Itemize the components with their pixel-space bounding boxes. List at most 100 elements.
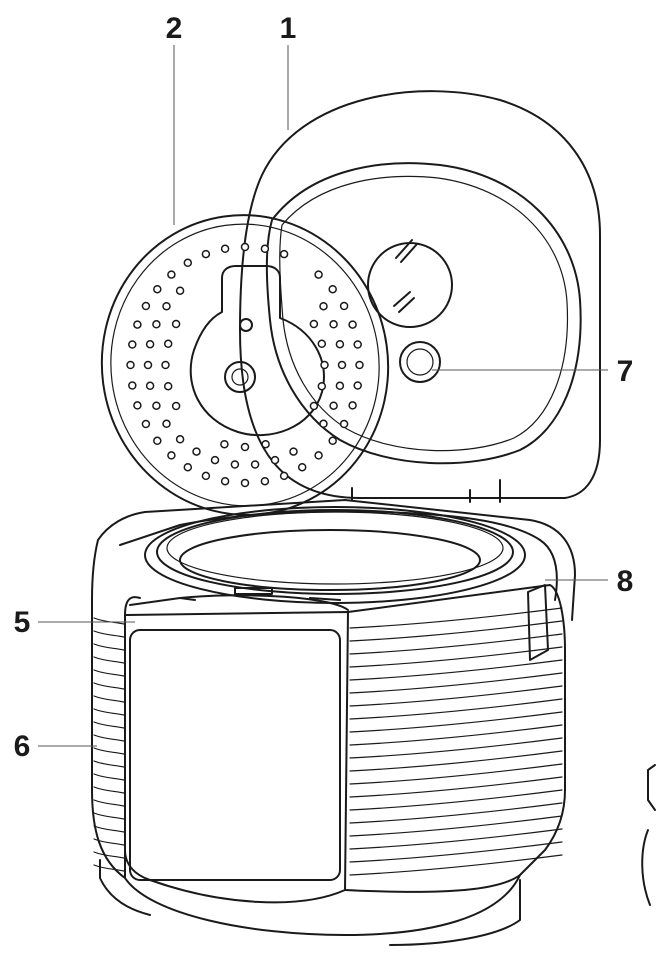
steam-holes xyxy=(126,242,364,488)
housing-rib xyxy=(349,607,563,629)
steam-hole xyxy=(201,471,211,481)
steam-hole xyxy=(270,455,280,465)
steam-hole xyxy=(133,320,142,329)
steam-hole xyxy=(230,460,240,469)
housing-rib xyxy=(349,789,563,811)
steam-hole xyxy=(175,435,185,444)
housing-ribs xyxy=(93,607,563,876)
housing-rib xyxy=(93,721,125,729)
steam-hole xyxy=(192,447,201,456)
steam-hole xyxy=(240,242,250,252)
housing-rib xyxy=(349,815,563,837)
steam-hole xyxy=(152,401,161,410)
steam-hole xyxy=(337,360,347,370)
housing-rib xyxy=(93,851,125,859)
housing-rib xyxy=(349,854,563,876)
steam-hole xyxy=(353,340,362,349)
steam-hole xyxy=(143,360,153,370)
housing-rib xyxy=(349,828,563,850)
steam-plate xyxy=(100,214,390,516)
steam-hole xyxy=(167,270,176,279)
steam-hole xyxy=(240,442,250,452)
lid-plate-circle xyxy=(367,242,453,328)
housing-rib xyxy=(349,802,563,824)
steam-hole xyxy=(317,381,327,391)
housing-rib xyxy=(349,620,563,642)
steam-hole xyxy=(240,478,250,488)
housing-rib xyxy=(93,734,125,742)
steam-hole xyxy=(309,319,319,329)
housing-rib xyxy=(93,682,125,690)
housing-rib xyxy=(349,841,563,863)
steam-hole xyxy=(335,339,345,349)
steam-hole xyxy=(171,319,181,329)
steam-hole xyxy=(314,451,323,460)
housing-rib xyxy=(349,776,563,798)
steam-hole xyxy=(353,381,362,390)
steam-hole xyxy=(339,419,349,429)
side-handle xyxy=(527,584,549,661)
steam-hole xyxy=(145,339,155,349)
steam-hole xyxy=(175,286,185,295)
steam-hole xyxy=(201,249,211,259)
housing-rib xyxy=(349,737,563,759)
callout-5: 5 xyxy=(14,606,31,639)
callout-1: 1 xyxy=(280,12,297,45)
steam-hole xyxy=(220,244,230,254)
steam-hole xyxy=(183,258,193,268)
leader-lines xyxy=(38,45,608,747)
housing-rib xyxy=(93,773,125,781)
steam-hole xyxy=(348,320,357,329)
steam-hole xyxy=(348,401,357,410)
steam-hole xyxy=(161,360,170,370)
steam-hole xyxy=(128,381,137,390)
housing-rib xyxy=(93,695,125,703)
steam-hole xyxy=(250,460,260,469)
steam-hole xyxy=(133,401,142,410)
steam-hole xyxy=(309,401,319,411)
steam-hole xyxy=(163,339,173,349)
housing-rib xyxy=(93,812,125,820)
housing-rib xyxy=(93,760,125,768)
steam-hole xyxy=(339,301,349,311)
housing-rib xyxy=(93,864,125,872)
housing-rib xyxy=(93,825,125,833)
housing-rib xyxy=(93,838,125,846)
steam-hole xyxy=(141,419,151,429)
steam-hole xyxy=(279,471,289,481)
adjacent-figure-edge xyxy=(641,764,656,906)
steam-hole xyxy=(260,244,270,254)
steam-hole xyxy=(141,301,151,311)
steam-hole xyxy=(289,447,298,456)
steam-hole xyxy=(329,320,338,329)
steam-hole xyxy=(335,381,345,391)
callout-8: 8 xyxy=(617,565,634,598)
housing-rib xyxy=(349,763,563,785)
housing-rib xyxy=(349,659,563,681)
steam-hole xyxy=(171,401,181,411)
steam-hole xyxy=(260,476,270,486)
steam-hole xyxy=(162,419,171,429)
steam-hole xyxy=(279,249,289,259)
lid-valve xyxy=(399,341,441,383)
callout-2: 2 xyxy=(166,12,183,45)
steam-hole xyxy=(145,381,155,391)
callout-6: 6 xyxy=(14,730,31,763)
housing-rib xyxy=(349,711,563,733)
front-panel xyxy=(129,629,341,881)
housing-rib xyxy=(349,724,563,746)
steam-hole xyxy=(314,270,323,279)
housing-rib xyxy=(349,685,563,707)
steam-hole xyxy=(320,360,329,370)
steam-hole xyxy=(153,284,162,294)
housing-rib xyxy=(93,747,125,755)
steam-hole xyxy=(152,320,161,329)
open-lid xyxy=(239,90,601,503)
housing-rib xyxy=(93,786,125,794)
steam-hole xyxy=(153,436,162,446)
steam-hole xyxy=(126,360,135,370)
steam-hole xyxy=(210,455,220,465)
steam-hole xyxy=(261,439,270,449)
